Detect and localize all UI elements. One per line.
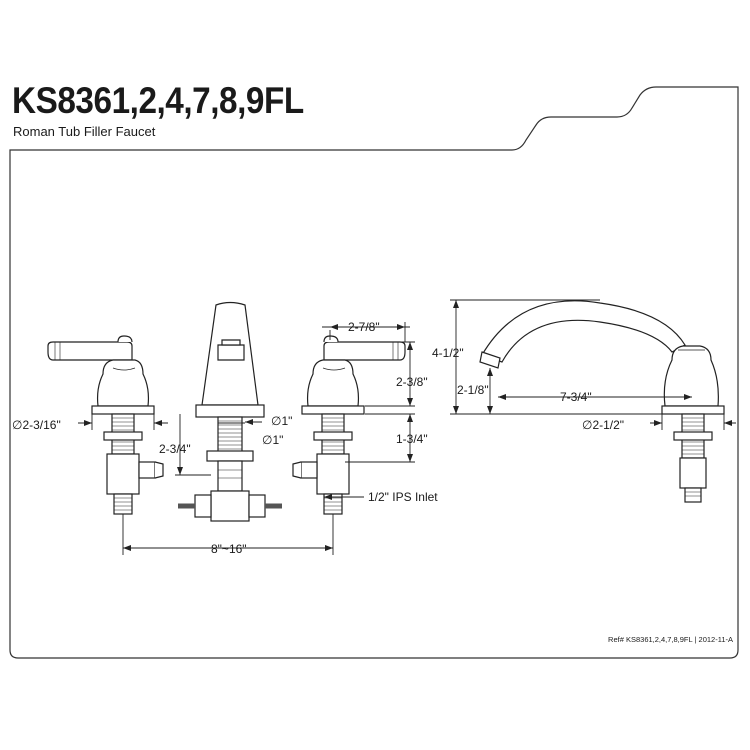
page-title: KS8361,2,4,7,8,9FL bbox=[12, 80, 304, 121]
dim-outlet-height: 2-1/8" bbox=[457, 383, 489, 397]
dim-reach: 7-3/4" bbox=[560, 390, 592, 404]
center-spout-assembly bbox=[178, 301, 282, 522]
dim-spread: 8"~16" bbox=[211, 542, 247, 556]
dim-overall-height: 4-1/2" bbox=[432, 346, 464, 360]
dim-handle-height: 2-3/8" bbox=[396, 375, 428, 389]
dim-center-offset: 2-3/4" bbox=[159, 442, 191, 456]
dim-spout-tube: ∅1" bbox=[271, 414, 292, 428]
arrow-heads bbox=[84, 300, 732, 551]
reference-note: Ref# KS8361,2,4,7,8,9FL | 2012-11-A bbox=[608, 635, 733, 644]
dim-shank-length: 1-3/4" bbox=[396, 432, 428, 446]
sheet-frame bbox=[9, 86, 739, 659]
right-handle-assembly bbox=[292, 335, 406, 515]
left-handle-assembly bbox=[47, 335, 164, 515]
side-view-assembly bbox=[479, 300, 725, 503]
dim-inlet: 1/2" IPS Inlet bbox=[368, 490, 438, 504]
dim-handle-spacing: 2-7/8" bbox=[348, 320, 380, 334]
dim-base-dia: ∅2-1/2" bbox=[582, 418, 624, 432]
page-subtitle: Roman Tub Filler Faucet bbox=[13, 124, 156, 139]
dimension-lines bbox=[78, 299, 736, 555]
dim-spout-stem: ∅1" bbox=[262, 433, 283, 447]
dim-handle-flange: ∅2-3/16" bbox=[12, 418, 61, 432]
